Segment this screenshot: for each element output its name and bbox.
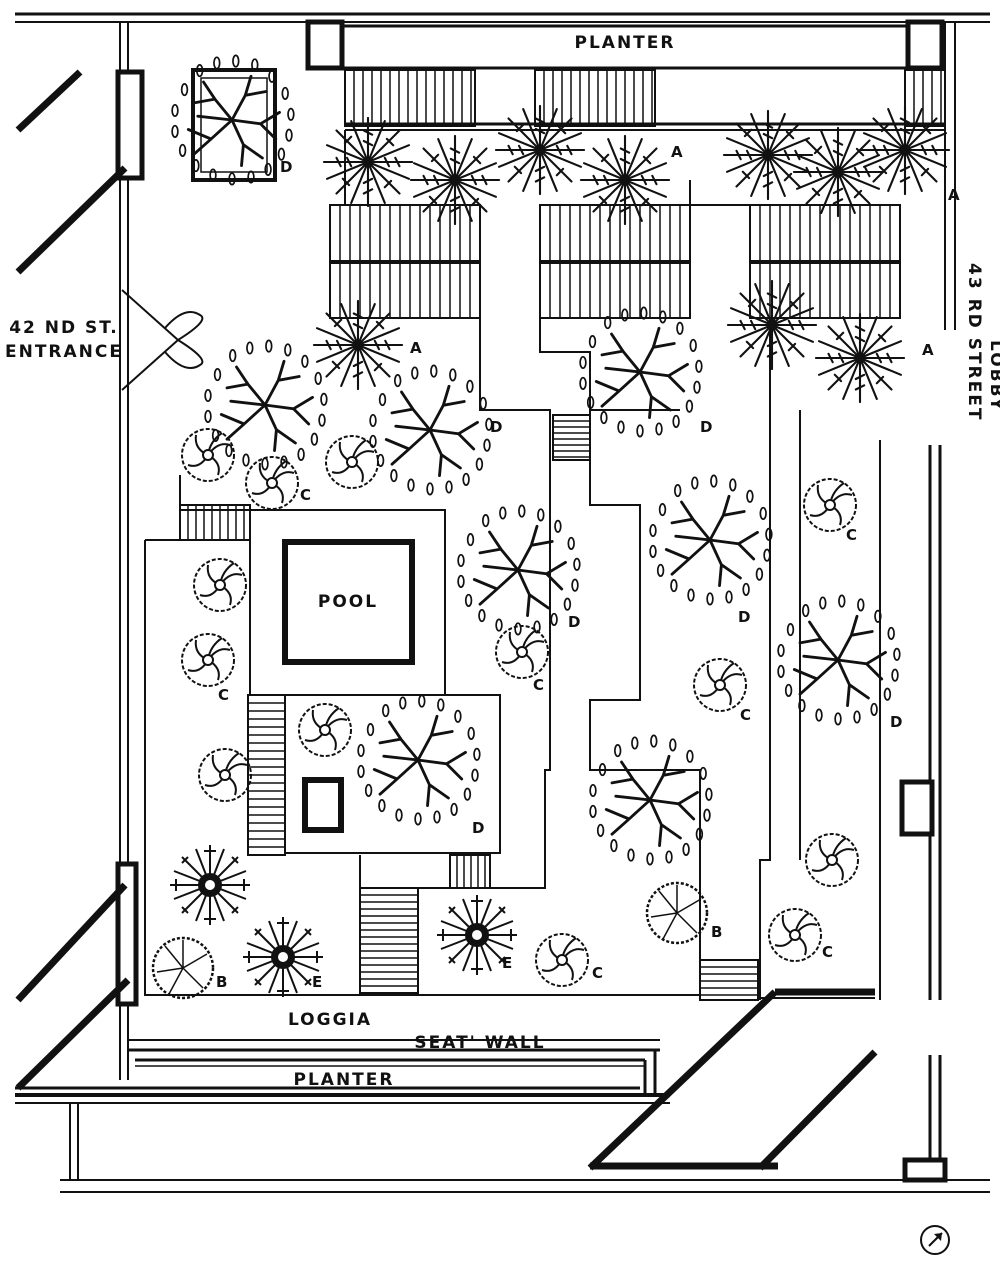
- deciduous-tree-icon: [356, 693, 482, 827]
- steps-mid-center: [552, 414, 591, 461]
- deciduous-tree-icon: [456, 503, 582, 637]
- steps-top-1: [344, 69, 476, 125]
- lobby-label-line2: LOBBY: [986, 340, 1000, 412]
- structural-columns: [115, 19, 948, 1183]
- shrub-icon: [803, 478, 857, 532]
- plant-key-d: D: [890, 713, 902, 731]
- pool-label: POOL: [318, 592, 378, 612]
- steps-lower-center: [449, 854, 491, 889]
- shrub-icon: [535, 933, 589, 987]
- palm-tree-icon: [409, 134, 501, 226]
- plant-key-letters: A A A A D D D D D D D C C C C C C C B B E E: [216, 143, 960, 991]
- shrub-icon: [298, 703, 352, 757]
- terrace-platforms: [144, 130, 881, 1000]
- step-hatching: [179, 69, 946, 1001]
- plant-key-e: E: [312, 973, 322, 991]
- planter-bottom-label: PLANTER: [294, 1070, 395, 1090]
- loggia-label: LOGGIA: [288, 1010, 372, 1030]
- plant-key-c: C: [300, 486, 311, 504]
- steps-pool-lower: [247, 694, 286, 856]
- palm-tree-icon: [726, 279, 818, 371]
- plant-key-c: C: [822, 943, 833, 961]
- building-walls: [15, 12, 990, 1193]
- palm-tree-icon: [322, 116, 414, 208]
- palm-tree-icon: [579, 134, 671, 226]
- entrance-label-line2: ENTRANCE: [5, 342, 123, 362]
- plant-key-e: E: [502, 954, 512, 972]
- seat-wall-label: SEAT' WALL: [414, 1033, 545, 1053]
- deciduous-tree-icon: [648, 473, 774, 607]
- lower-terrace: [179, 414, 759, 1001]
- steps-lower-right: [699, 959, 759, 1001]
- plant-key-a: A: [410, 339, 422, 357]
- pool: POOL: [249, 509, 446, 696]
- flowering-tree-icon: [169, 844, 251, 926]
- plant-key-b: B: [711, 923, 722, 941]
- palm-tree-icon: [859, 104, 951, 196]
- plant-key-a: A: [922, 341, 934, 359]
- plan-labels: PLANTER 42 ND ST. ENTRANCE 43 RD STREET …: [5, 33, 1000, 1090]
- lobby-label-line1: 43 RD STREET: [964, 263, 984, 421]
- plant-key-d: D: [490, 418, 502, 436]
- deciduous-tree-icon: [588, 733, 714, 867]
- loggia-seat-wall-planter: [15, 997, 875, 1095]
- plant-key-c: C: [592, 964, 603, 982]
- plant-key-d: D: [738, 608, 750, 626]
- palm-tree-icon: [312, 299, 404, 391]
- entrance-label-line1: 42 ND ST.: [9, 318, 119, 338]
- plant-key-a: A: [948, 186, 960, 204]
- shrub-icon: [495, 625, 549, 679]
- north-arrow-icon: [920, 1225, 950, 1255]
- plant-key-c: C: [740, 706, 751, 724]
- shrub-icon: [181, 633, 235, 687]
- deciduous-tree-icon: [368, 363, 494, 497]
- shrub-icon: [245, 456, 299, 510]
- palm-tree-icon: [494, 104, 586, 196]
- shrub-icon: [768, 908, 822, 962]
- deciduous-tree-icon: [203, 338, 329, 472]
- steps-loggia: [359, 887, 419, 994]
- palm-tree-icon: [792, 126, 884, 218]
- plant-key-d: D: [280, 158, 292, 176]
- steps-top-3: [904, 69, 946, 125]
- deciduous-tree-icon: [776, 593, 902, 727]
- small-tree-icon: [645, 881, 709, 945]
- plant-key-a: A: [671, 143, 683, 161]
- plant-key-b: B: [216, 973, 227, 991]
- plant-key-d: D: [472, 819, 484, 837]
- plant-key-d: D: [568, 613, 580, 631]
- small-tree-icon: [151, 936, 215, 1000]
- diagonal-walls: [15, 69, 878, 1171]
- entrance-door: [121, 289, 204, 391]
- shrub-icon: [198, 748, 252, 802]
- planter-top-label: PLANTER: [575, 33, 676, 53]
- plant-key-d: D: [700, 418, 712, 436]
- plant-key-c: C: [218, 686, 229, 704]
- deciduous-tree-icon: [578, 305, 704, 439]
- shrub-icon: [693, 658, 747, 712]
- shrub-icon: [805, 833, 859, 887]
- plant-key-c: C: [533, 676, 544, 694]
- steps-top-2: [534, 69, 656, 125]
- shrub-icon: [193, 558, 247, 612]
- plant-key-c: C: [846, 526, 857, 544]
- palm-tree-icon: [814, 312, 906, 404]
- flowering-tree-icon: [242, 916, 324, 998]
- top-planter: [340, 24, 910, 70]
